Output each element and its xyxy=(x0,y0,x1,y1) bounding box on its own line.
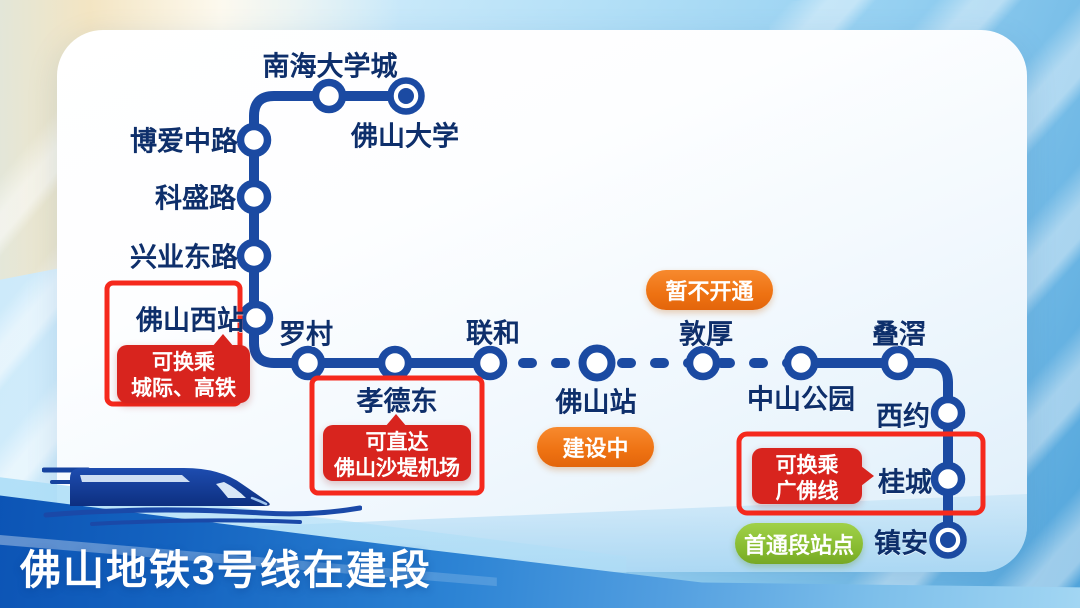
station-label-guicheng: 桂城 xyxy=(878,467,932,498)
station-marker-luocun xyxy=(290,345,326,381)
station-label-foshanzhan: 佛山站 xyxy=(555,387,637,418)
terminal-marker-foshandaxue xyxy=(387,77,425,115)
station-label-zhongshangongyuan: 中山公园 xyxy=(747,384,855,415)
station-label-keshenglu: 科盛路 xyxy=(155,183,236,214)
station-marker-diejiao xyxy=(880,345,916,381)
callout-line1: 可直达 xyxy=(365,431,429,454)
metro-line-solid-east xyxy=(796,358,953,545)
station-marker-xiyue xyxy=(930,395,966,431)
station-label-dunhou: 敦厚 xyxy=(679,319,733,350)
callout-line1: 可换乘 xyxy=(152,351,215,374)
station-marker-keshenglu xyxy=(236,179,272,215)
station-marker-dunhou xyxy=(685,345,721,381)
station-label-boaizhonglu: 博爱中路 xyxy=(130,126,238,157)
station-marker-guicheng xyxy=(930,461,966,497)
callout-line2: 城际、高铁 xyxy=(131,377,236,401)
badge-not-opening: 暂不开通 xyxy=(646,270,773,310)
station-marker-boaizhonglu xyxy=(236,122,272,158)
callout-line1: 可换乘 xyxy=(775,454,839,477)
station-marker-xingyedonglu xyxy=(236,238,272,274)
terminal-marker-zhenan xyxy=(929,521,967,559)
station-marker-nanhaidaxuecheng xyxy=(311,78,347,114)
station-label-zhenan: 镇安 xyxy=(874,528,928,559)
station-label-xiyue: 西约 xyxy=(876,401,930,432)
station-marker-xiaodedong xyxy=(377,345,413,381)
page-title: 佛山地铁3号线在建段 xyxy=(20,547,432,593)
station-label-nanhaidaxuecheng: 南海大学城 xyxy=(262,51,398,82)
badge-first-section-stations: 首通段站点 xyxy=(735,523,863,564)
station-label-foshanxizhan: 佛山西站 xyxy=(136,305,244,336)
station-label-foshandaxue: 佛山大学 xyxy=(351,121,459,152)
callout-foshanxizhan-transfer: 可换乘 城际、高铁 xyxy=(117,334,250,403)
station-label-xiaodedong: 孝德东 xyxy=(356,386,438,417)
station-marker-zhongshangongyuan xyxy=(783,345,819,381)
station-label-xingyedonglu: 兴业东路 xyxy=(130,242,238,273)
callout-line2: 佛山沙堤机场 xyxy=(334,457,460,481)
station-label-diejiao: 叠滘 xyxy=(872,319,926,350)
callout-line2: 广佛线 xyxy=(775,480,839,504)
station-label-lianhe: 联和 xyxy=(466,318,520,349)
station-marker-foshanxizhan xyxy=(238,300,274,336)
station-marker-lianhe xyxy=(472,345,508,381)
station-label-luocun: 罗村 xyxy=(279,319,333,350)
station-marker-foshanzhan xyxy=(578,344,616,382)
train-icon xyxy=(42,467,362,526)
callout-pointer-up xyxy=(212,334,234,347)
badge-under-construction: 建设中 xyxy=(537,427,654,467)
callout-pointer-up xyxy=(385,414,407,427)
callout-pointer-right xyxy=(861,466,874,486)
callout-guicheng-transfer: 可换乘 广佛线 xyxy=(752,448,874,504)
